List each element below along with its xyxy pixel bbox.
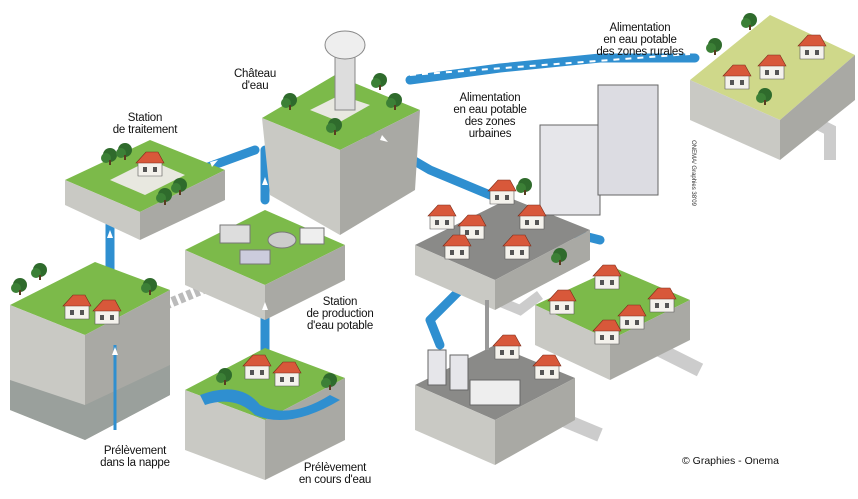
- label-line: urbaines: [468, 128, 512, 140]
- label-zones-urbaines: Alimentation en eau potable des zones ur…: [440, 92, 540, 140]
- label-line: en eau potable: [453, 104, 527, 116]
- label-station-traitement: Station de traitement: [100, 112, 190, 136]
- block-production: [185, 210, 345, 320]
- label-line: en cours d'eau: [298, 474, 372, 486]
- label-line: Prélèvement: [303, 462, 367, 474]
- label-line: Station: [127, 112, 163, 124]
- block-rural: [690, 13, 855, 160]
- block-traitement: [65, 140, 225, 240]
- label-chateau-eau: Château d'eau: [225, 68, 285, 92]
- block-nappe: [10, 262, 170, 440]
- vertical-credit: ONEMA/ Graphies 38'09: [689, 140, 696, 206]
- label-prelevement-cours-eau: Prélèvement en cours d'eau: [285, 462, 385, 486]
- label-zones-rurales: Alimentation en eau potable des zones ru…: [580, 22, 700, 58]
- label-line: Prélèvement: [103, 445, 167, 457]
- label-prelevement-nappe: Prélèvement dans la nappe: [90, 445, 180, 469]
- copyright-credit: © Graphies - Onema: [682, 455, 780, 467]
- label-line: Alimentation: [609, 22, 671, 34]
- label-line: d'eau: [241, 80, 269, 92]
- label-line: d'eau potable: [306, 320, 374, 332]
- label-line: des zones rurales: [596, 46, 684, 58]
- flow-arrows: [107, 135, 388, 355]
- block-chateau: [262, 30, 420, 235]
- block-industrie: [415, 300, 575, 465]
- label-station-production: Station de production d'eau potable: [290, 296, 390, 332]
- label-line: de production: [306, 308, 374, 320]
- block-cours-eau: [185, 348, 345, 480]
- label-line: des zones: [464, 116, 516, 128]
- label-line: de traitement: [112, 124, 178, 136]
- label-line: en eau potable: [603, 34, 677, 46]
- block-quartier: [535, 264, 690, 380]
- label-line: dans la nappe: [100, 457, 170, 469]
- label-line: Château: [233, 68, 277, 80]
- label-line: Alimentation: [459, 92, 521, 104]
- block-urbain: [415, 84, 659, 310]
- label-line: Station: [322, 296, 358, 308]
